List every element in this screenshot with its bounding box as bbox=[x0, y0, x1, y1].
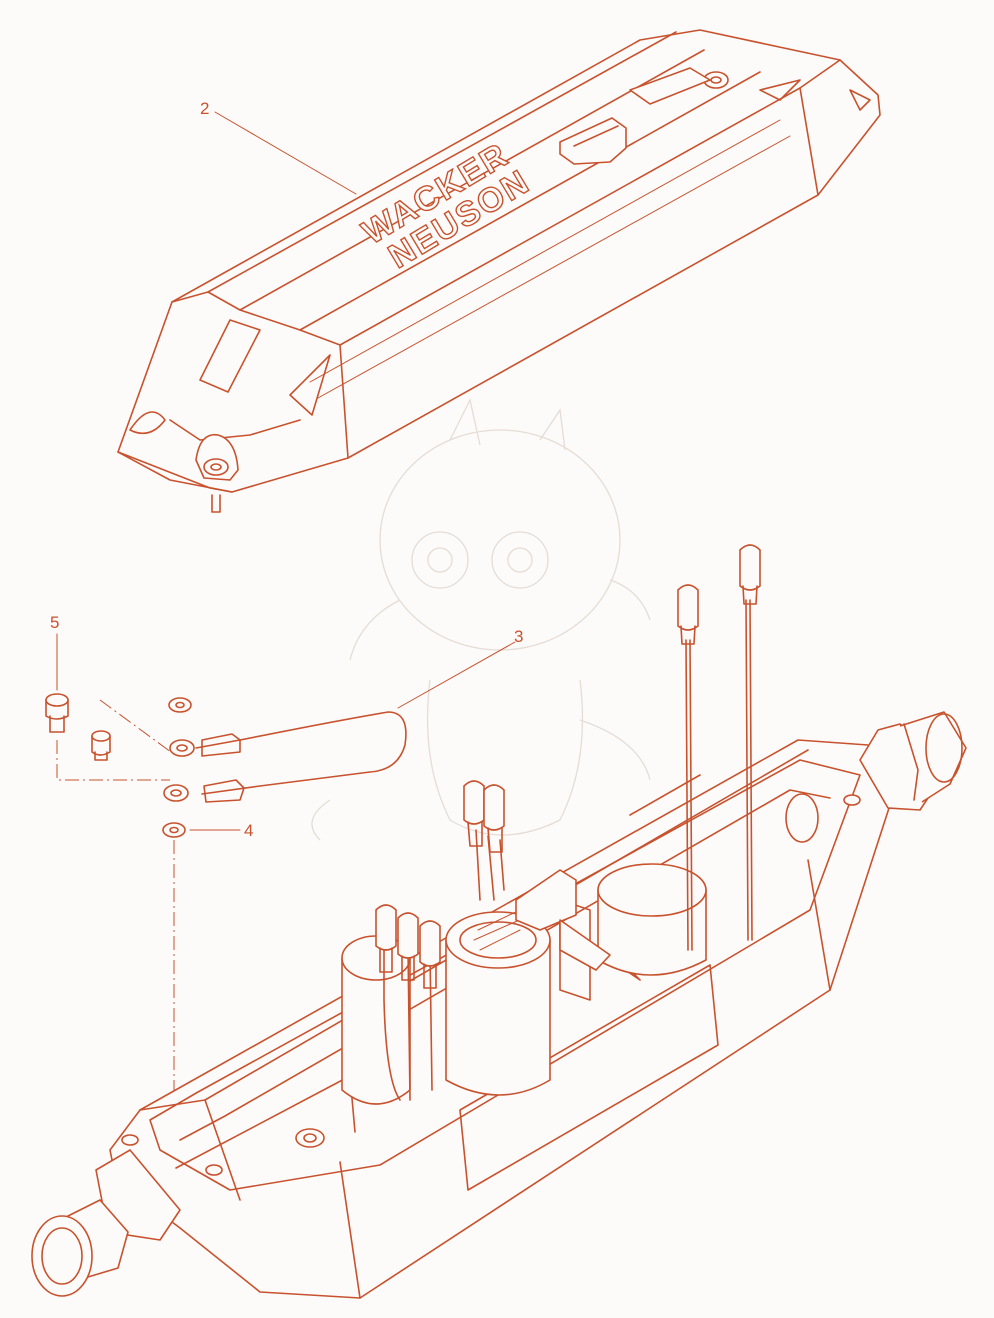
screw-part bbox=[45, 693, 111, 761]
callout-part-2: 2 bbox=[200, 99, 210, 118]
callout-part-5: 5 bbox=[50, 613, 60, 632]
left-end-fitting bbox=[31, 1149, 181, 1297]
ground-cable-part bbox=[163, 711, 407, 803]
assembly-center-lines bbox=[56, 699, 176, 1120]
wiring-part bbox=[375, 544, 761, 1101]
right-end-fitting bbox=[859, 711, 967, 811]
washer-part bbox=[162, 697, 192, 838]
top-cover-part: WACKER NEUSON bbox=[117, 29, 881, 513]
housing-part bbox=[109, 739, 891, 1299]
callout-part-4: 4 bbox=[244, 821, 254, 840]
leader-lines bbox=[56, 111, 516, 831]
dragon-watermark-image bbox=[311, 398, 651, 841]
callout-part-3: 3 bbox=[514, 627, 524, 646]
